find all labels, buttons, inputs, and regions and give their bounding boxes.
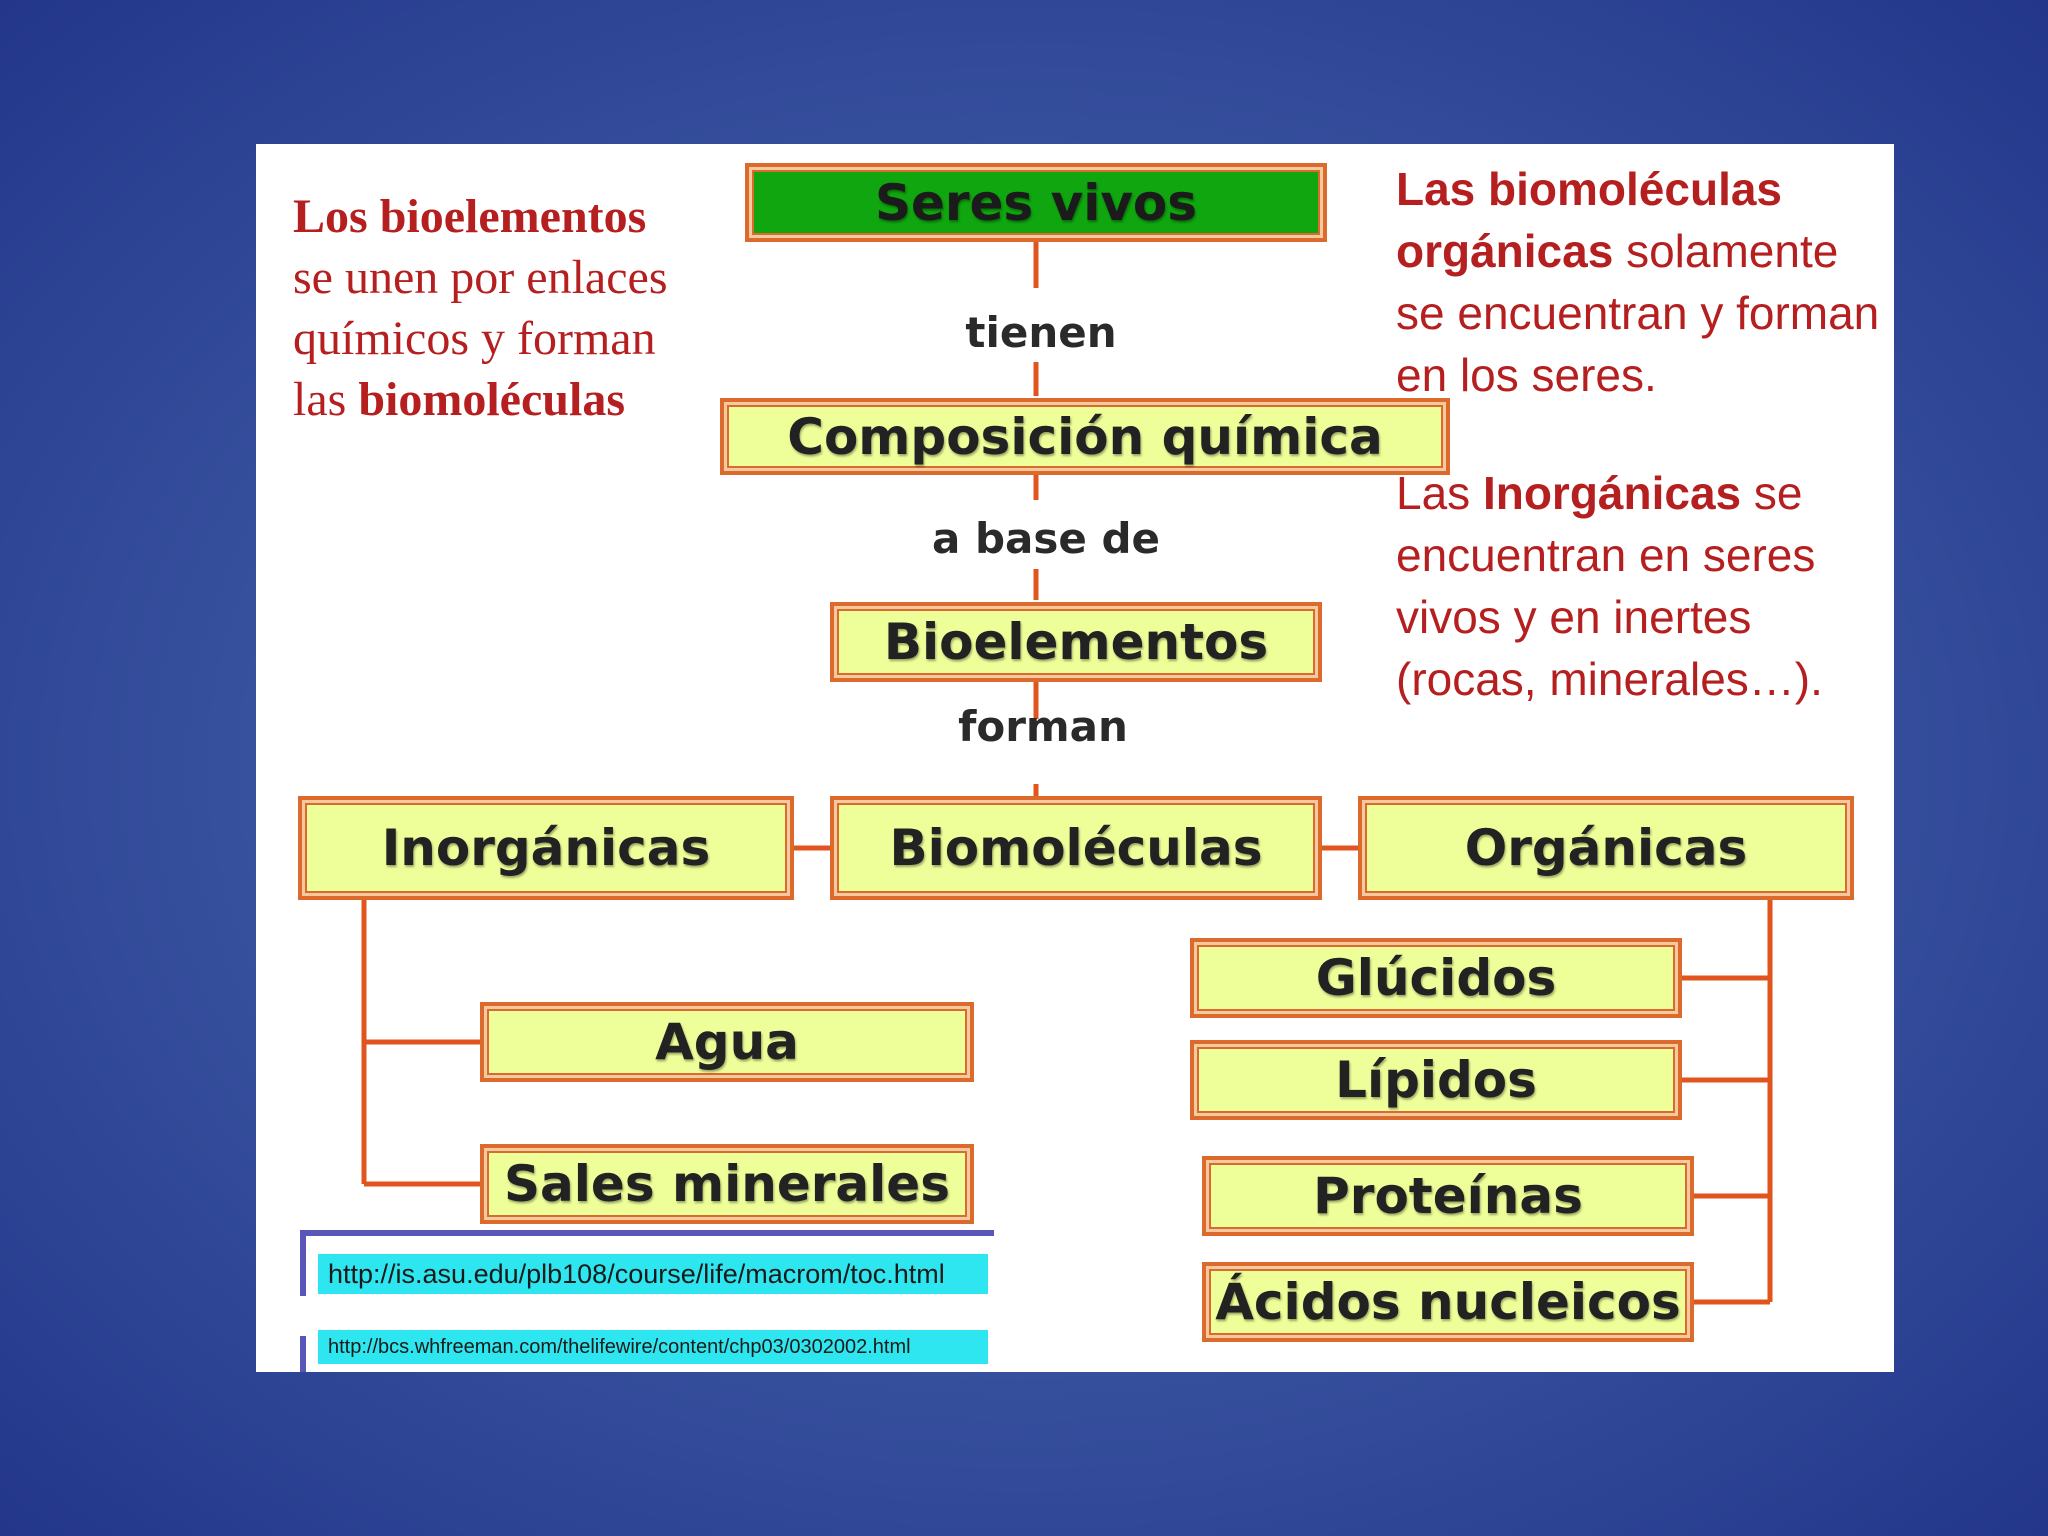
node-bioelementos: Bioelementos xyxy=(830,602,1322,682)
node-acidos-label: Ácidos nucleicos xyxy=(1215,1273,1681,1331)
note-bioelementos-body: se unen por enlaces químicos y forman la… xyxy=(293,251,668,426)
bioelementos-note: Los bioelementos se unen por enlaces quí… xyxy=(293,186,693,430)
node-inorganicas: Inorgánicas xyxy=(298,796,794,900)
node-composicion-label: Composición química xyxy=(787,407,1383,466)
inorganic-note-bold: Inorgánicas xyxy=(1482,467,1742,519)
node-inorganicas-label: Inorgánicas xyxy=(381,819,711,877)
inorganic-note-text: se encuentran en seres vivos y en inerte… xyxy=(1396,467,1823,705)
organic-note-bold: Las biomoléculas orgánicas xyxy=(1396,163,1783,277)
node-organicas: Orgánicas xyxy=(1358,796,1854,900)
biomoleculas-note: Las biomoléculas orgánicas solamente se … xyxy=(1396,158,1896,710)
connector-tienen: tienen xyxy=(965,308,1117,357)
node-composicion-quimica: Composición química xyxy=(720,398,1450,475)
node-proteinas: Proteínas xyxy=(1202,1156,1694,1236)
node-lipidos: Lípidos xyxy=(1190,1040,1682,1120)
slide-panel: Los bioelementos se unen por enlaces quí… xyxy=(256,144,1894,1372)
url2-frame xyxy=(300,1336,318,1372)
node-sales-label: Sales minerales xyxy=(504,1155,950,1213)
reference-link-1-text: http://is.asu.edu/plb108/course/life/mac… xyxy=(328,1258,945,1289)
node-lipidos-label: Lípidos xyxy=(1335,1051,1537,1109)
reference-link-2-text: http://bcs.whfreeman.com/thelifewire/con… xyxy=(328,1335,911,1358)
node-seres-vivos: Seres vivos xyxy=(745,163,1327,242)
note-biomoleculas-word: biomoléculas xyxy=(358,373,625,426)
node-glucidos: Glúcidos xyxy=(1190,938,1682,1018)
connector-lines xyxy=(361,241,1773,1305)
reference-link-1[interactable]: http://is.asu.edu/plb108/course/life/mac… xyxy=(318,1254,988,1294)
node-biomoleculas: Biomoléculas xyxy=(830,796,1322,900)
node-acidos-nucleicos: Ácidos nucleicos xyxy=(1202,1262,1694,1342)
connector-a-base-de: a base de xyxy=(931,514,1161,563)
node-organicas-label: Orgánicas xyxy=(1464,819,1748,877)
url1-frame xyxy=(300,1230,994,1296)
organic-note: Las biomoléculas orgánicas solamente se … xyxy=(1396,158,1896,406)
note-bioelementos-title: Los bioelementos xyxy=(293,190,647,243)
node-agua-label: Agua xyxy=(655,1013,799,1071)
node-glucidos-label: Glúcidos xyxy=(1315,949,1557,1007)
reference-link-2[interactable]: http://bcs.whfreeman.com/thelifewire/con… xyxy=(318,1330,988,1364)
connector-forman: forman xyxy=(958,702,1128,751)
node-biomoleculas-label: Biomoléculas xyxy=(889,819,1263,877)
node-agua: Agua xyxy=(480,1002,974,1082)
organic-note-text: solamente se encuentran y forman en los … xyxy=(1396,225,1880,401)
inorganic-note: Las Inorgánicas se encuentran en seres v… xyxy=(1396,462,1896,710)
node-seres-vivos-label: Seres vivos xyxy=(874,173,1198,232)
node-proteinas-label: Proteínas xyxy=(1313,1167,1583,1225)
node-bioelementos-label: Bioelementos xyxy=(883,613,1269,671)
inorganic-note-prefix: Las xyxy=(1396,467,1483,519)
node-sales-minerales: Sales minerales xyxy=(480,1144,974,1224)
